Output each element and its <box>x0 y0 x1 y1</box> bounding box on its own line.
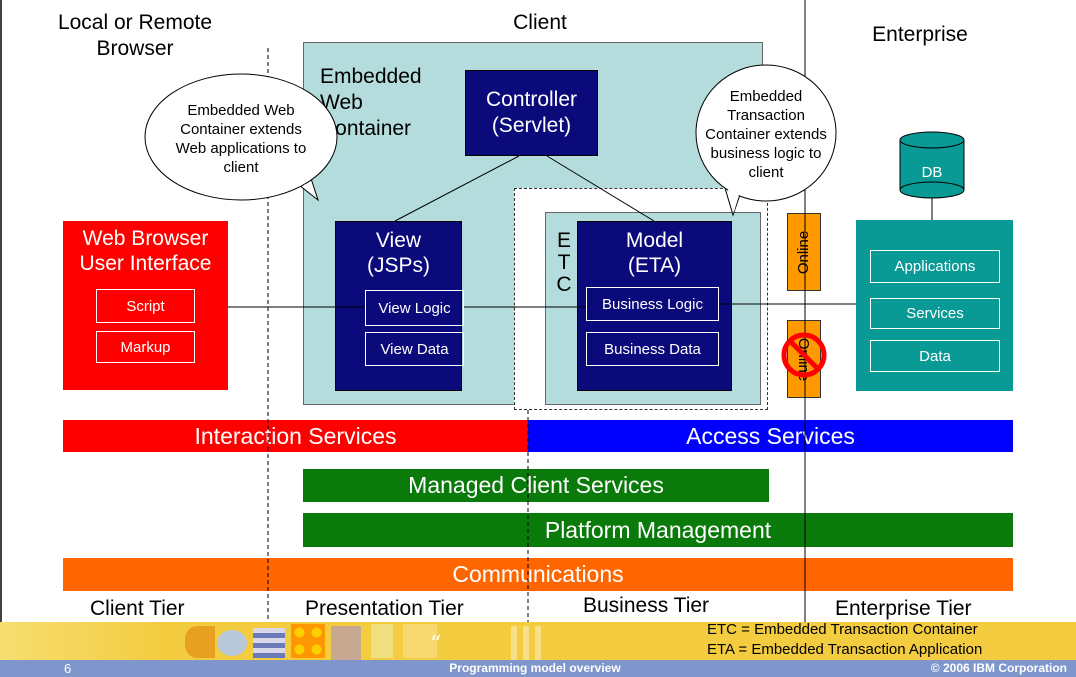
enterprise-box <box>856 220 1013 391</box>
markup-box: Markup <box>96 331 195 363</box>
model-eta-box: Model (ETA) <box>577 221 732 391</box>
prohibited-icon <box>781 332 827 378</box>
header-enterprise: Enterprise <box>872 23 968 46</box>
callout-web-text: Embedded Web Container extends Web appli… <box>175 102 307 176</box>
legend-eta: ETA = Embedded Transaction Application <box>707 641 983 658</box>
managed-client-services-bar: Managed Client Services <box>303 469 769 502</box>
header-local-browser: Local or Remote Browser <box>57 11 213 60</box>
quote-icon: “ <box>430 632 442 657</box>
interaction-services-bar: Interaction Services <box>63 420 528 452</box>
footer-page-number: 6 <box>64 661 72 676</box>
callout-bubble-transaction <box>695 64 837 217</box>
business-logic-box: Business Logic <box>586 287 719 321</box>
callout-transaction-text: Embedded Transaction Container extends b… <box>705 87 827 181</box>
db-icon <box>899 131 965 199</box>
web-browser-title: Web Browser User Interface <box>79 227 212 275</box>
web-browser-box: Web Browser User Interface <box>63 221 228 390</box>
tier-presentation: Presentation Tier <box>305 597 464 620</box>
services-box: Services <box>870 298 1000 329</box>
business-data-box: Business Data <box>586 332 719 366</box>
header-client: Client <box>513 11 567 34</box>
communications-bar: Communications <box>63 558 1013 591</box>
db-label: DB <box>921 163 943 181</box>
access-services-bar: Access Services <box>528 420 1013 452</box>
online-box: Online <box>787 213 821 291</box>
view-jsps-box: View (JSPs) <box>335 221 462 391</box>
data-box: Data <box>870 340 1000 372</box>
legend-etc: ETC = Embedded Transaction Container <box>707 621 978 638</box>
platform-management-bar: Platform Management <box>303 513 1013 547</box>
view-data-box: View Data <box>365 332 464 366</box>
tier-client: Client Tier <box>90 597 185 620</box>
model-title: Model (ETA) <box>625 229 684 277</box>
footer-image-strip: “ <box>175 622 575 660</box>
tier-business: Business Tier <box>583 594 710 617</box>
footer-title: Programming model overview <box>449 661 621 675</box>
view-title: View (JSPs) <box>367 229 430 277</box>
footer-copyright: © 2006 IBM Corporation <box>930 661 1067 675</box>
callout-bubble-web <box>144 73 338 202</box>
applications-box: Applications <box>870 250 1000 283</box>
tier-enterprise: Enterprise Tier <box>835 597 972 620</box>
script-box: Script <box>96 289 195 323</box>
web-container-title: Embedded Web Container <box>320 65 422 140</box>
controller-servlet-box: Controller (Servlet) <box>465 70 598 156</box>
footer-blue-band <box>0 660 1076 677</box>
etc-label: E T C <box>556 229 572 296</box>
view-logic-box: View Logic <box>365 290 464 326</box>
